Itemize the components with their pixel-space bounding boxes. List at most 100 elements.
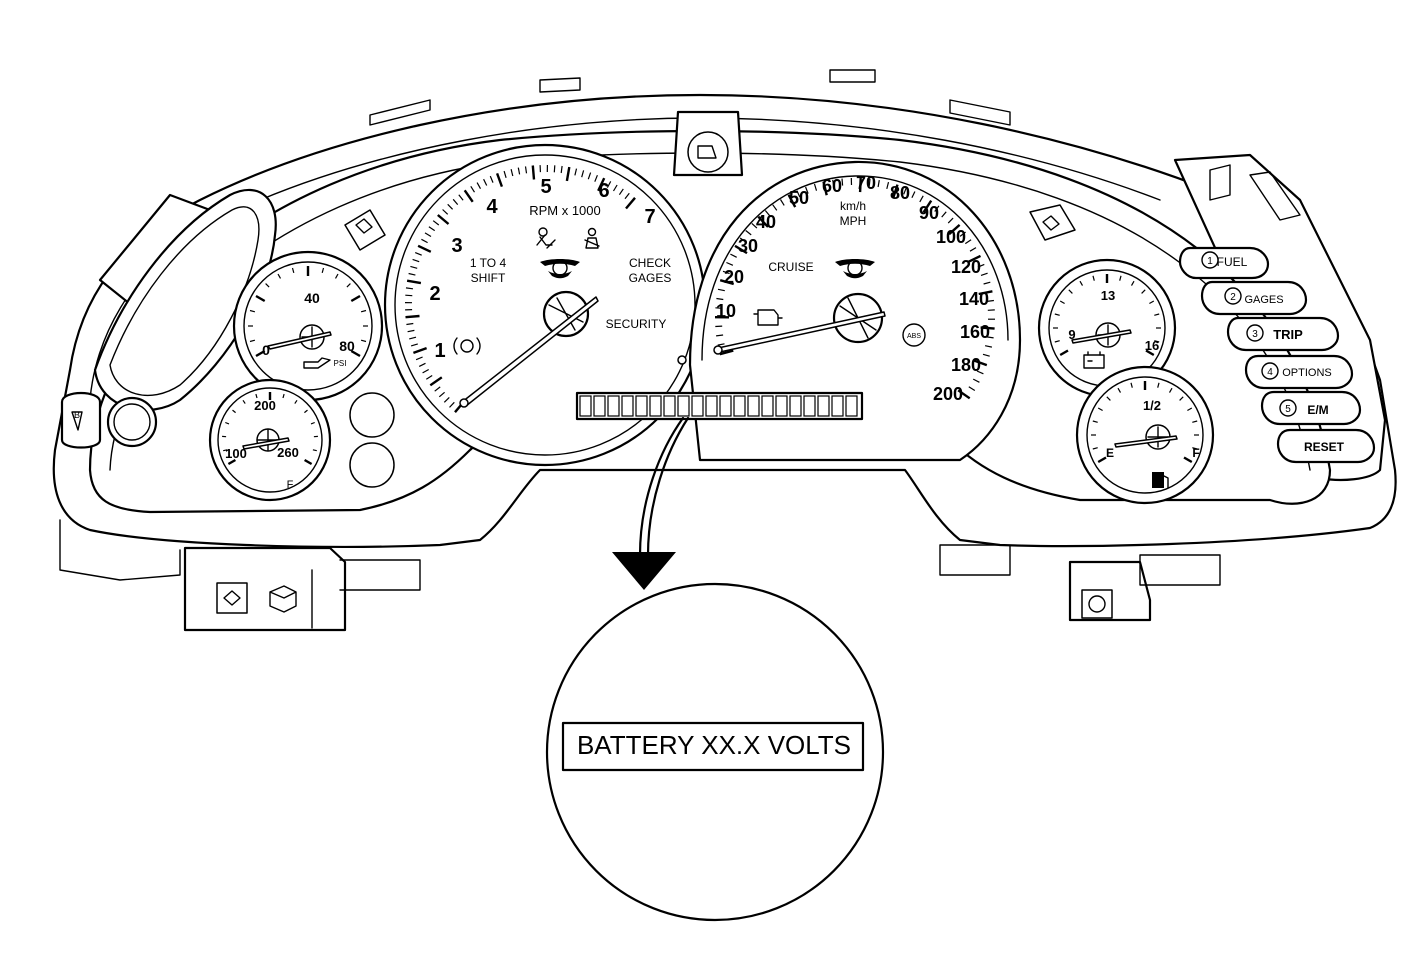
temp-tick [223,449,228,452]
voltmeter-gauge: 9 13 16 [1037,258,1177,398]
temp-tick [255,393,258,399]
knob-label: B [74,410,80,420]
display-segment [719,395,732,417]
gages-button[interactable]: 2 GAGES [1200,280,1308,316]
tach-tick [510,169,514,177]
speedo-tick [787,194,797,208]
speedo-tick [764,210,771,217]
svg-text:ABS: ABS [907,333,921,340]
tach-number: 6 [598,180,609,202]
speedo-tick [719,279,735,286]
speedo-tick [751,222,758,229]
trip-button[interactable]: 3 TRIP [1226,316,1340,352]
tach-tick [410,343,418,347]
tach-tick [422,368,429,374]
fuel-tick [1168,387,1173,393]
tach-tick [463,189,474,203]
volt-tick [1149,300,1155,305]
volt-tick [1130,280,1135,286]
speedo-tick [886,181,890,190]
volt-tick [1054,340,1060,343]
fuel-button-num: 1 [1207,256,1213,267]
tach-tick [410,265,418,269]
fuel-tick [1097,407,1103,412]
tach-tick [412,258,420,263]
options-button[interactable]: 4 OPTIONS [1244,354,1354,390]
oil-tick [249,339,256,343]
speedo-tick [779,199,785,206]
oil-needle [267,324,332,350]
tach-tick [443,396,450,403]
reset-button[interactable]: RESET [1276,428,1376,464]
oil-tick [265,283,270,288]
speedo-tick [832,179,835,187]
display-segment [621,395,634,417]
tach-tick [432,220,440,226]
speed-units-mph: MPH [840,214,867,228]
temp-tick [242,399,246,404]
speedo-tick [980,272,988,276]
tach-tick [438,391,445,398]
speed-units-kmh: km/h [840,199,866,213]
speed-number: 80 [890,183,910,203]
gages-button-num: 2 [1230,292,1236,303]
seatbelt-icon [584,227,600,249]
check-engine-icon [753,309,783,326]
temp-tick [304,458,313,466]
fuel-tick [1097,456,1107,464]
gages-button-label: GAGES [1244,294,1283,306]
volt-tick [1054,313,1060,316]
speedo-tick [772,204,778,211]
speedo-tick [976,370,984,375]
fuel-tick [1187,407,1193,412]
tach-tick [625,197,636,210]
tach-tick [489,175,494,183]
tach-number: 2 [429,283,440,305]
check-gages-line1: CHECK [629,256,671,270]
speedo-tick [922,199,933,213]
tach-tick [624,192,630,200]
speed-number: 60 [822,176,842,196]
tach-tick [483,178,488,186]
airbag-icon [536,227,556,249]
fuel-tick [1106,396,1111,401]
speedo-tick [934,205,940,212]
speedo-tick [948,224,961,236]
temp-tick [282,393,285,399]
speedo-tick [757,215,769,228]
display-segment [579,395,592,417]
bolt-icon [1029,204,1076,241]
display-segment [733,395,746,417]
display-segment [761,395,774,417]
bolt-icon [344,209,386,251]
speedo-tick [959,231,966,237]
tach-tick [428,226,436,232]
tach-tick [405,294,413,297]
fuel-button[interactable]: 1 FUEL [1178,246,1270,280]
speedo-tick [716,334,724,337]
em-button[interactable]: 5 E/M [1260,390,1362,426]
oil-low: 0 [262,342,270,358]
driver-info-buttons: 1 FUEL 2 GAGES 3 TRIP 4 OPTIONS 5 E/M [1178,246,1376,464]
tach-tick [581,170,585,178]
speedo-tick [964,239,972,245]
tach-tick [415,356,423,361]
volt-tick [1154,313,1160,316]
oil-can-icon [303,357,331,369]
speedo-tick [822,181,828,196]
fuel-button-label: FUEL [1217,255,1248,269]
battery-icon [1083,351,1105,369]
headlamp-switch [672,110,744,177]
temp-tick [310,421,315,425]
cluster-housing-lower [59,519,1221,632]
speed-number: 20 [724,267,744,287]
oil-tick [334,273,339,279]
fuel-half: 1/2 [1143,398,1161,413]
speedo-tick [717,343,725,346]
tach-tick [407,329,415,333]
tach-tick [553,165,556,173]
fuel-tick [1183,456,1193,464]
tach-tick [606,181,612,188]
fuel-full: F [1192,446,1199,460]
display-segment [705,395,718,417]
